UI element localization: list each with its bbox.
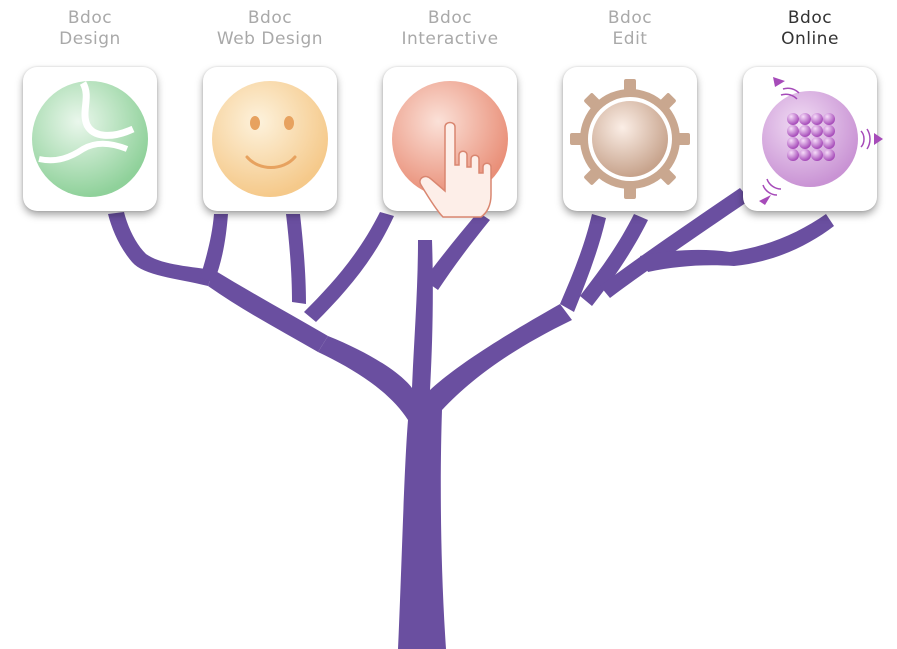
product-label: Bdoc Online bbox=[730, 8, 890, 50]
pointing-hand-icon bbox=[383, 67, 517, 227]
product-label: Bdoc Edit bbox=[550, 8, 710, 50]
product-label: Bdoc Design bbox=[10, 8, 170, 50]
gear-icon bbox=[563, 67, 697, 211]
globe-leaf-icon bbox=[23, 67, 157, 211]
smiley-face-icon bbox=[203, 67, 337, 211]
product-tile[interactable] bbox=[383, 67, 517, 211]
product-label: Bdoc Web Design bbox=[190, 8, 350, 50]
product-tile[interactable] bbox=[743, 67, 877, 211]
product-tile[interactable] bbox=[203, 67, 337, 211]
product-tile[interactable] bbox=[563, 67, 697, 211]
product-tile[interactable] bbox=[23, 67, 157, 211]
dots-grid-icon bbox=[743, 67, 893, 211]
product-label: Bdoc Interactive bbox=[370, 8, 530, 50]
